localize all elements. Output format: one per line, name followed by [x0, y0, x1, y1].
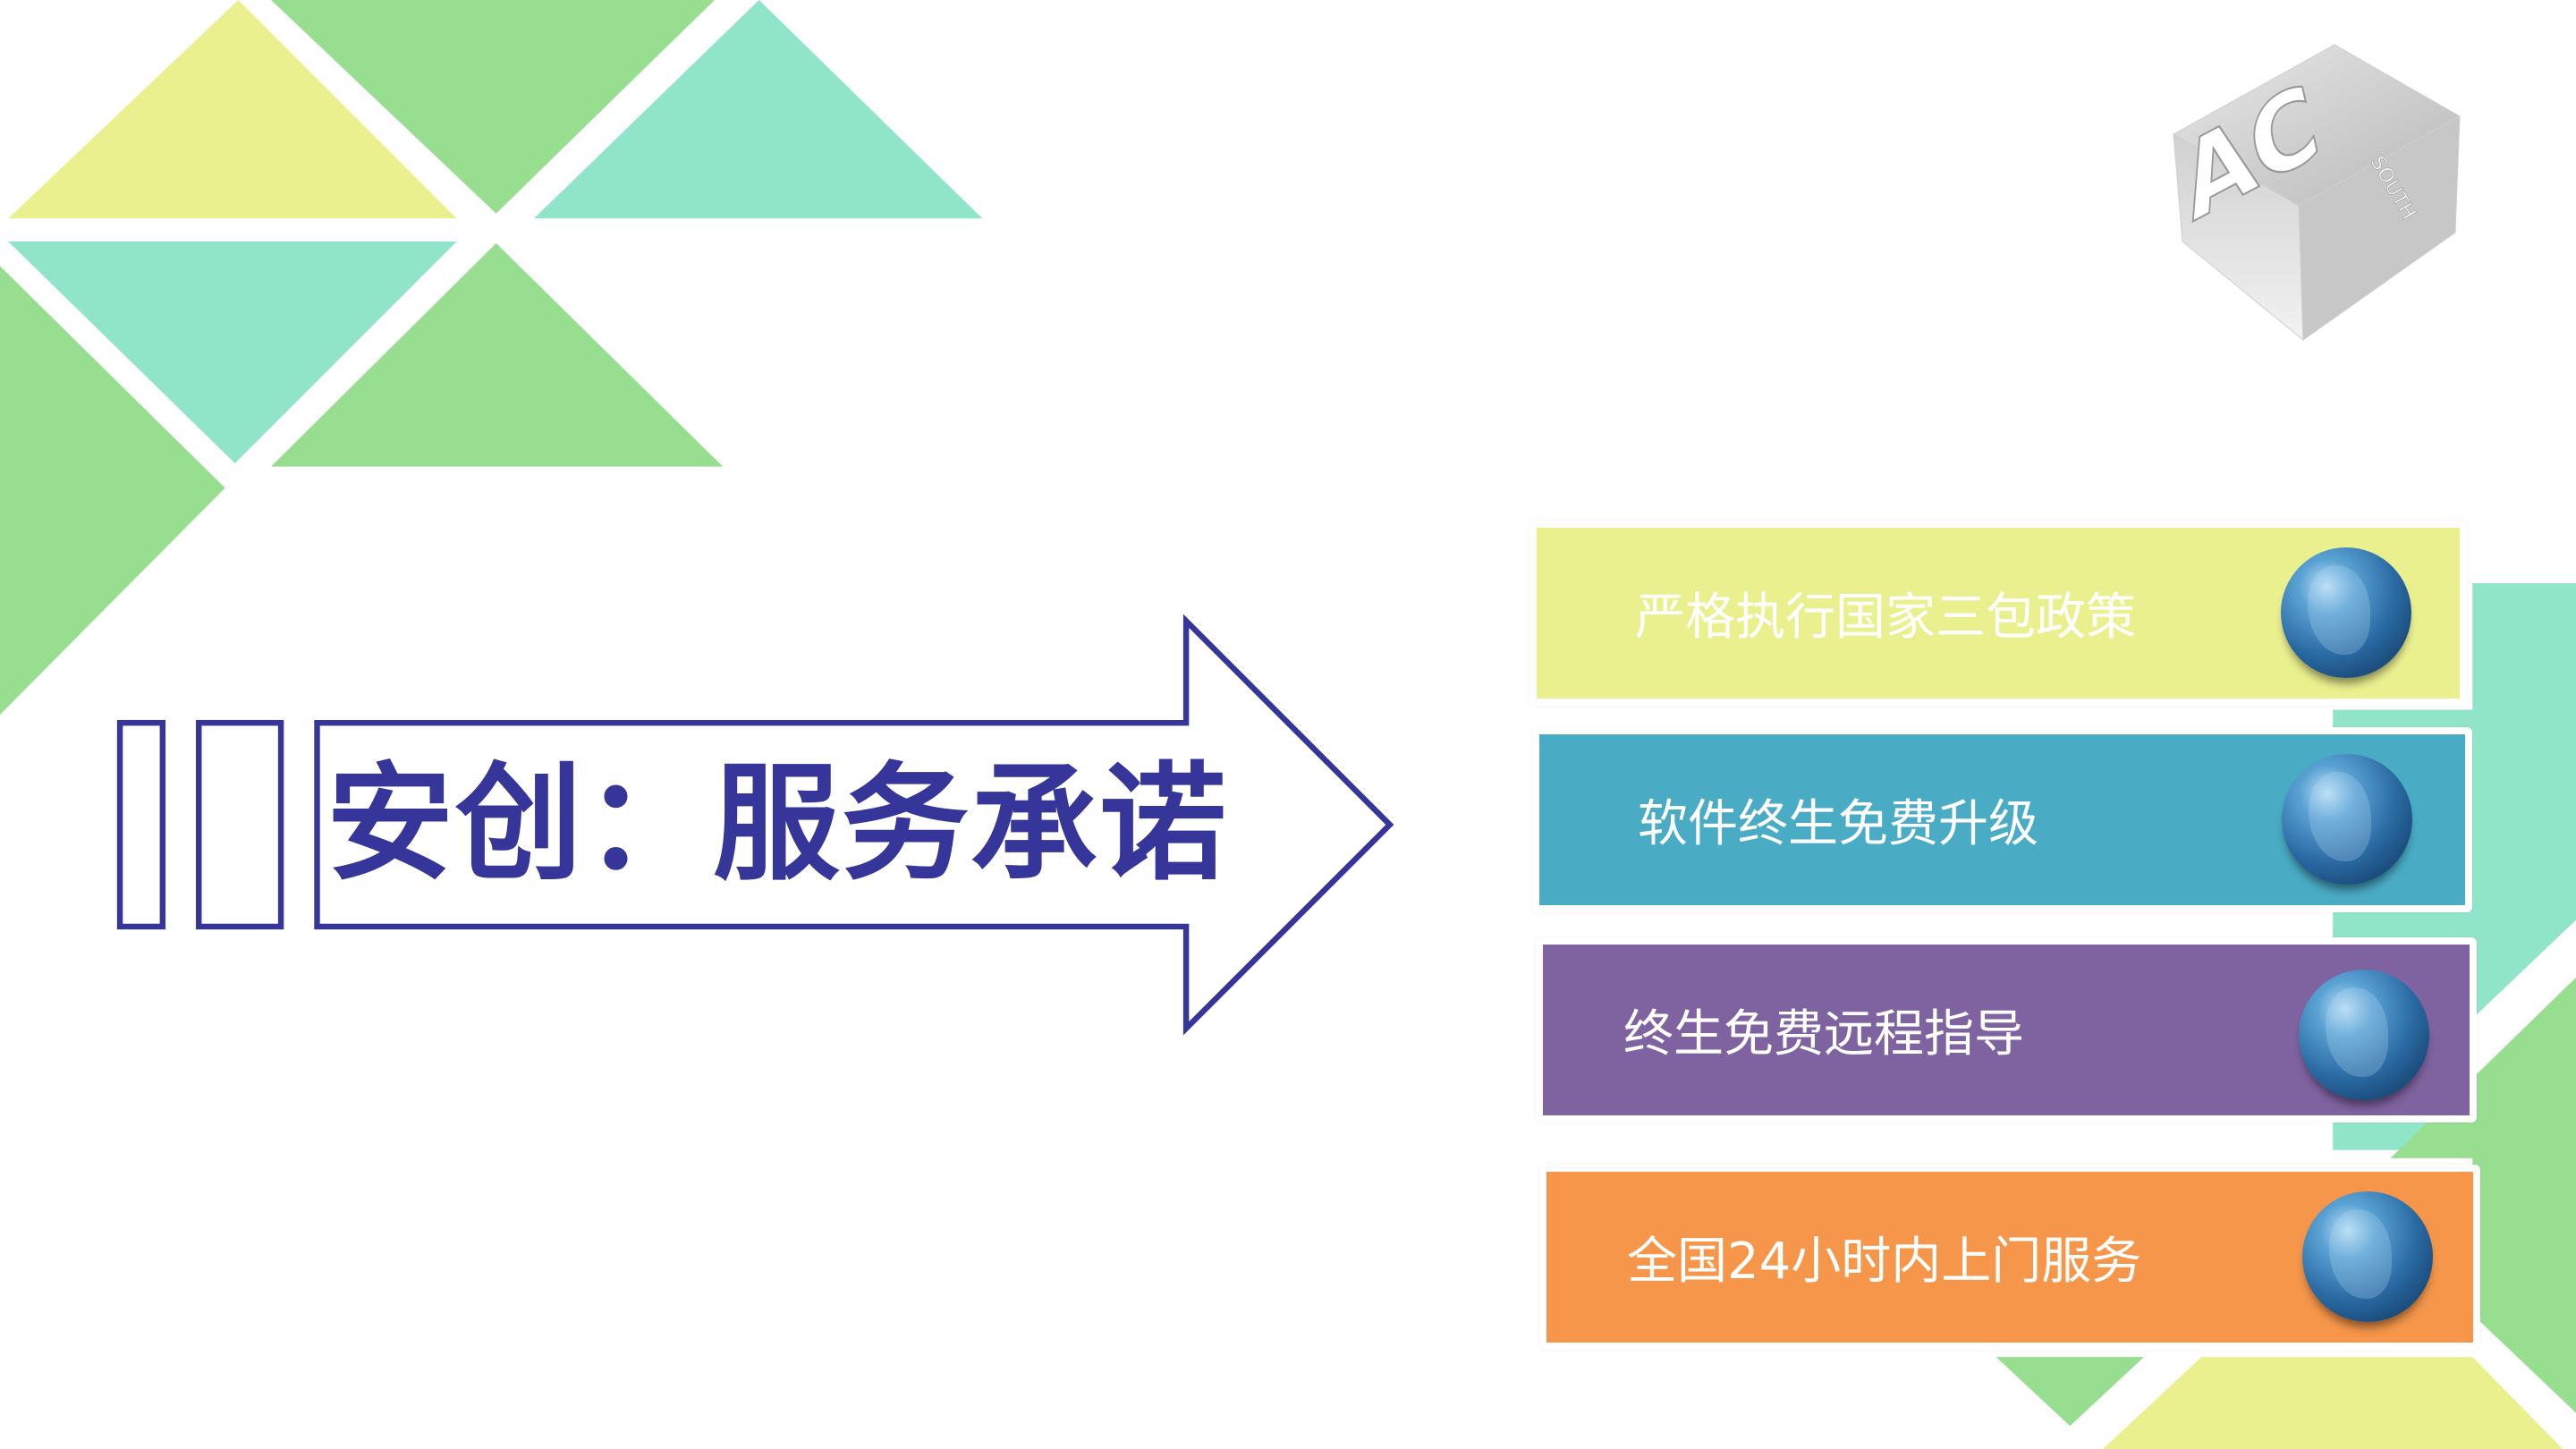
globe-icon	[2282, 754, 2412, 885]
ac-south-logo: AC SOUTH	[2171, 44, 2462, 342]
service-item-remote-support: 终生免费远程指导	[1536, 937, 2477, 1123]
triangle-green-left	[0, 266, 225, 715]
triangle-green-inverted	[271, 0, 715, 214]
globe-icon	[2299, 970, 2429, 1100]
chevron-green	[2390, 977, 2576, 1413]
title-bar-2	[196, 719, 284, 930]
service-item-label: 软件终生免费升级	[1638, 795, 2038, 853]
service-item-upgrade: 软件终生免费升级	[1532, 727, 2472, 912]
service-item-onsite-service: 全国24小时内上门服务	[1539, 1165, 2480, 1350]
triangle-green-bottom	[1996, 1357, 2144, 1427]
triangle-yellow	[8, 0, 457, 219]
service-item-warranty: 严格执行国家三包政策	[1530, 521, 2467, 706]
triangle-teal	[533, 0, 983, 219]
service-item-label: 终生免费远程指导	[1623, 1005, 2024, 1063]
globe-icon	[2302, 1191, 2433, 1322]
title-bar-1	[116, 719, 166, 930]
triangle-green	[271, 242, 724, 467]
trapezoid-yellow-bottom	[2103, 1357, 2563, 1449]
triangle-teal-inverted	[8, 242, 457, 463]
page-title: 安创：服务承诺	[326, 750, 1228, 898]
globe-icon	[2281, 547, 2411, 678]
service-item-label: 全国24小时内上门服务	[1627, 1233, 2142, 1291]
title-arrow	[314, 614, 1394, 1036]
service-item-label: 严格执行国家三包政策	[1635, 589, 2136, 647]
